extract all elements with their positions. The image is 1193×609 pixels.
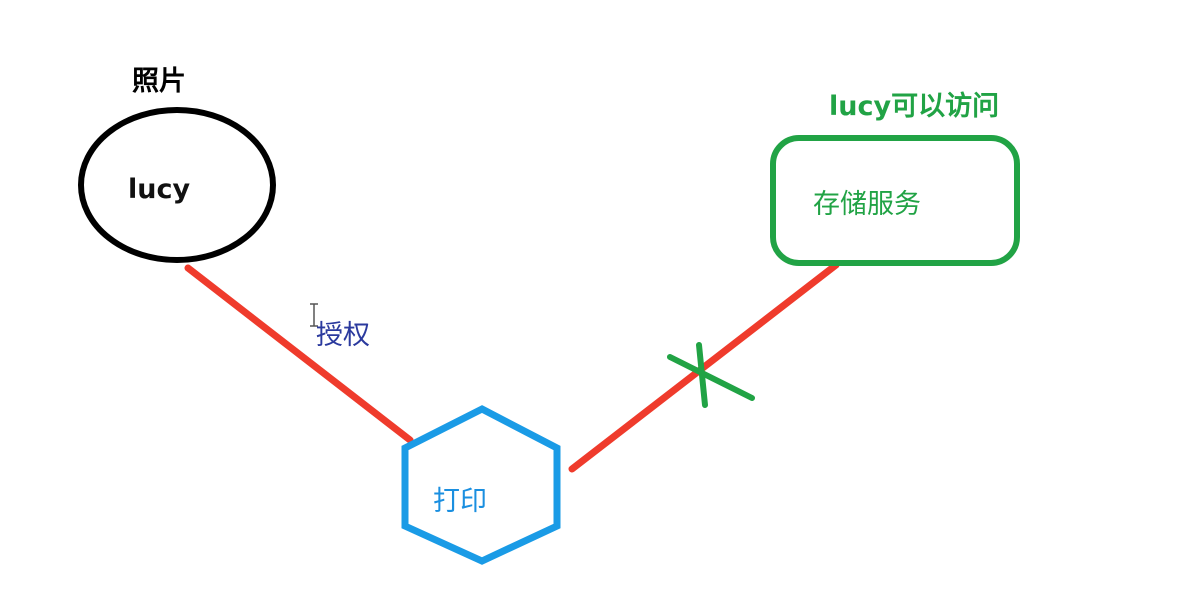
user-to-print-line <box>184 264 414 444</box>
photo-label: 照片 <box>132 66 186 97</box>
storage-node-label: 存储服务 <box>813 189 921 220</box>
text-cursor-icon <box>310 303 318 327</box>
access-label: lucy可以访问 <box>829 91 1000 122</box>
authorize-label: 授权 <box>316 320 370 351</box>
user-node-label: lucy <box>128 174 191 205</box>
blocked-cross-mark <box>667 342 755 408</box>
user-node-circle <box>78 107 276 263</box>
storage-node-box <box>770 135 1020 266</box>
print-node-label: 打印 <box>433 486 487 517</box>
print-node-hexagon <box>401 405 561 565</box>
